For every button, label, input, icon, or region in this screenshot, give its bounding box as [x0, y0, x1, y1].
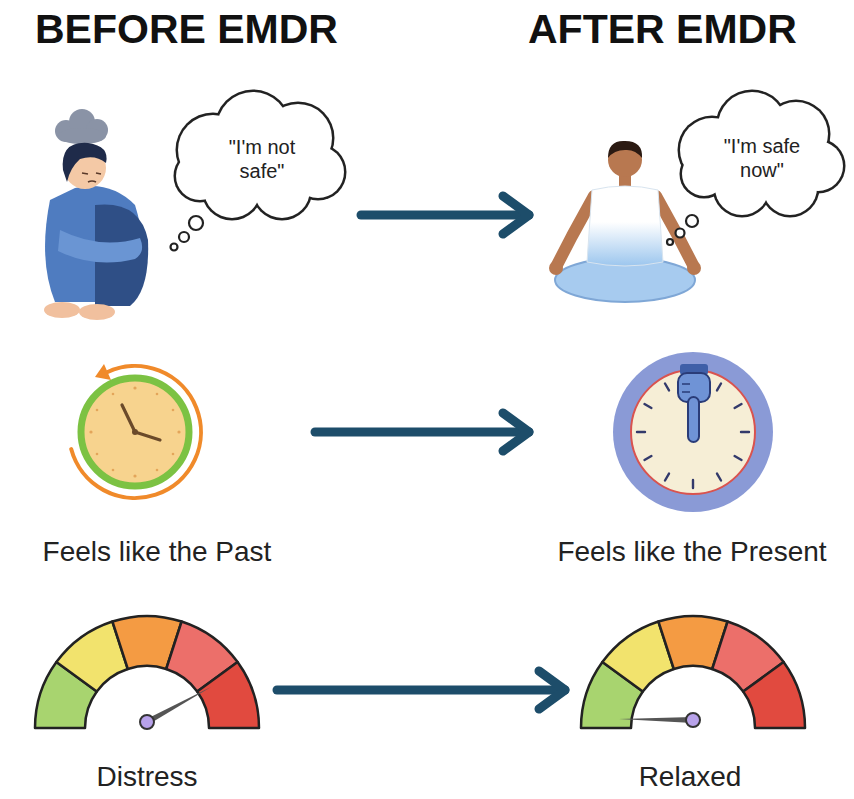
clock-dots: [89, 386, 180, 477]
clock-face: [631, 370, 755, 494]
storm-puff: [58, 128, 106, 144]
gauge-segment: [743, 662, 805, 728]
gauge-node: Distress: [30, 608, 266, 797]
knuckles: [682, 384, 690, 392]
column-heading: AFTER EMDR: [528, 6, 797, 52]
clock-node: Feels like the Present: [540, 346, 846, 572]
arrow-head: [503, 196, 529, 234]
storm-cloud: [55, 109, 108, 144]
sad-person: [44, 109, 148, 320]
caption-text: Feels like the Past: [43, 536, 272, 568]
gauge-segment: [197, 662, 259, 728]
thought-text: "I'm not safe": [212, 135, 312, 183]
hand: [687, 261, 701, 275]
gauge-node: Relaxed: [576, 608, 812, 797]
caption-text: Relaxed: [639, 761, 742, 793]
cloud-fill: [176, 92, 344, 218]
thought-bubbles: [171, 216, 204, 251]
arrow-head: [539, 671, 565, 709]
thought-cloud-node: "I'm safe now": [540, 88, 848, 316]
gauge-pivot: [140, 715, 154, 729]
clock-node: Feels like the Past: [12, 356, 304, 572]
shirt: [587, 186, 663, 266]
column-heading: BEFORE EMDR: [35, 6, 338, 52]
foot: [79, 304, 115, 320]
clock-face: [81, 378, 189, 486]
calm-person: [549, 141, 701, 302]
thought-cloud: [171, 90, 347, 251]
pointing-finger: [688, 397, 699, 442]
rewind-arrowhead: [95, 364, 111, 380]
present-clock-icon: [613, 352, 773, 512]
clock-pivot: [132, 429, 138, 435]
caption-text: Feels like the Present: [557, 536, 826, 568]
arms: [58, 230, 142, 263]
hair: [63, 143, 107, 182]
thought-cloud-node: "I'm not safe": [28, 88, 350, 328]
gauge-needle: [619, 717, 693, 723]
thought-cloud: [667, 90, 846, 246]
cloud-outline: [678, 90, 846, 218]
arrow-connector: [315, 413, 529, 451]
clock-rim: [613, 352, 773, 512]
arrow-connector: [277, 671, 565, 709]
arrow-shaft: [315, 428, 529, 437]
thought-text: "I'm safe now": [712, 134, 812, 182]
gauge-pivot: [686, 713, 700, 727]
thought-bubbles: [667, 215, 698, 245]
hair: [608, 141, 642, 158]
clock-ticks: [637, 384, 749, 489]
face: [82, 173, 101, 182]
cloud-fill: [680, 92, 843, 215]
past-clock-icon: [71, 364, 201, 498]
hand: [549, 261, 563, 275]
arrow-head: [503, 413, 529, 451]
relaxed-gauge: [581, 616, 805, 728]
caption-text: Distress: [96, 761, 197, 793]
arrow-shaft: [277, 686, 565, 695]
arrow-shaft: [361, 211, 529, 220]
arrow-connector: [361, 196, 529, 234]
clock-hands: [122, 405, 160, 440]
cloud-outline: [174, 90, 347, 221]
foot: [44, 302, 80, 318]
distress-gauge: [35, 616, 259, 729]
gauge-needle: [146, 687, 211, 725]
rewind-arrow: [71, 366, 201, 498]
